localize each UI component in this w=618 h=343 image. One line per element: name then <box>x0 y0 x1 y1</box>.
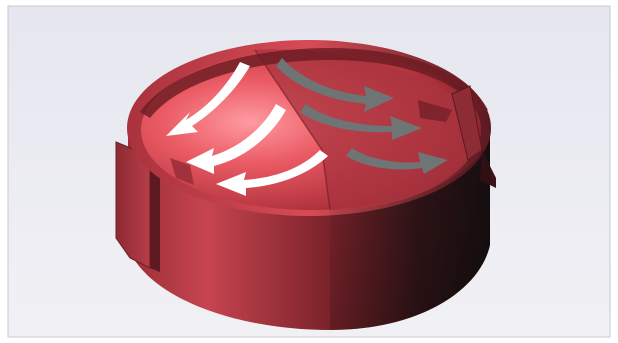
figure-stage <box>0 0 618 343</box>
cylinder-diagram <box>0 0 618 343</box>
